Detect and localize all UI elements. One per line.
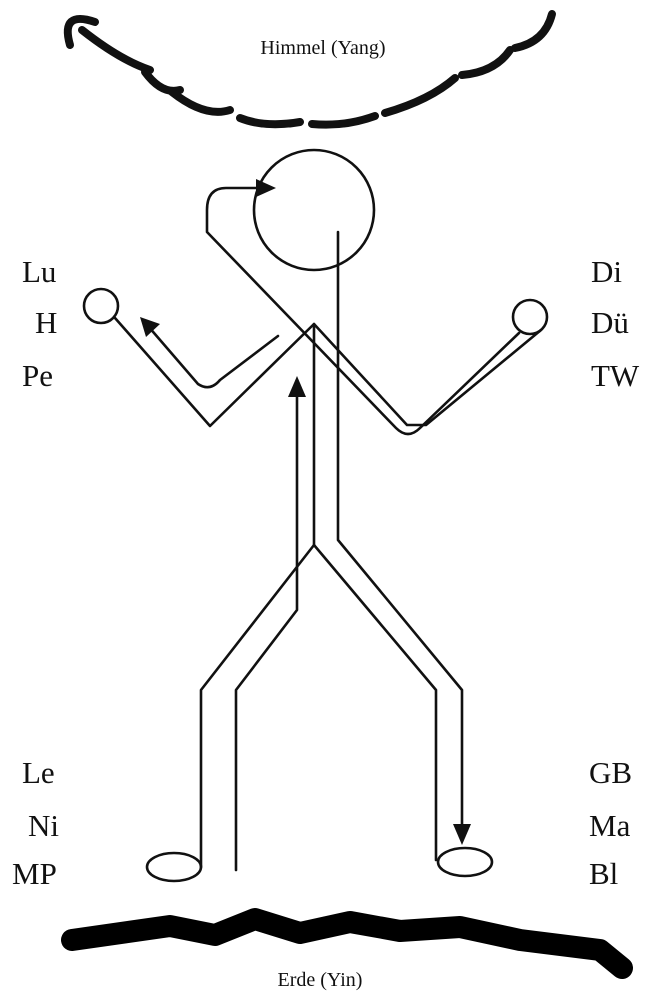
left-foot-ellipse xyxy=(145,851,203,883)
yang-channel-head-loop xyxy=(205,186,521,436)
meridian-label-ma: Ma xyxy=(589,808,631,843)
earth-ground xyxy=(61,908,633,979)
yang-channel-head-to-foot xyxy=(336,230,464,832)
meridian-label-le: Le xyxy=(22,755,55,790)
right-arm-contour xyxy=(312,322,543,427)
yin-channel-leg-to-arm xyxy=(234,378,299,872)
meridian-label-du: Dü xyxy=(591,305,629,340)
arrow-to-left-hand xyxy=(140,317,160,337)
yin-channel-arm-segment xyxy=(146,324,280,389)
meridian-label-lu: Lu xyxy=(22,254,56,289)
earth-label: Erde (Yin) xyxy=(278,969,363,991)
head-circle xyxy=(252,148,376,272)
right-foot-ellipse xyxy=(436,846,494,878)
meridian-label-bl: Bl xyxy=(589,856,618,891)
arrow-up-body xyxy=(288,376,306,397)
meridian-label-h: H xyxy=(35,305,57,340)
meridian-label-ni: Ni xyxy=(28,808,59,843)
meridian-label-di: Di xyxy=(591,254,622,289)
heaven-label: Himmel (Yang) xyxy=(260,37,385,59)
meridian-label-pe: Pe xyxy=(22,358,53,393)
right-leg-contour xyxy=(312,543,438,862)
heaven-cloud xyxy=(63,10,556,129)
left-hand-circle xyxy=(82,287,120,325)
arrow-to-right-foot xyxy=(453,824,471,845)
meridian-label-tw: TW xyxy=(591,358,640,393)
arrow-to-head xyxy=(256,179,276,197)
right-hand-circle xyxy=(511,298,549,336)
left-body-contour xyxy=(113,316,316,869)
meridian-label-mp: MP xyxy=(12,856,57,891)
meridian-label-gb: GB xyxy=(589,755,632,790)
